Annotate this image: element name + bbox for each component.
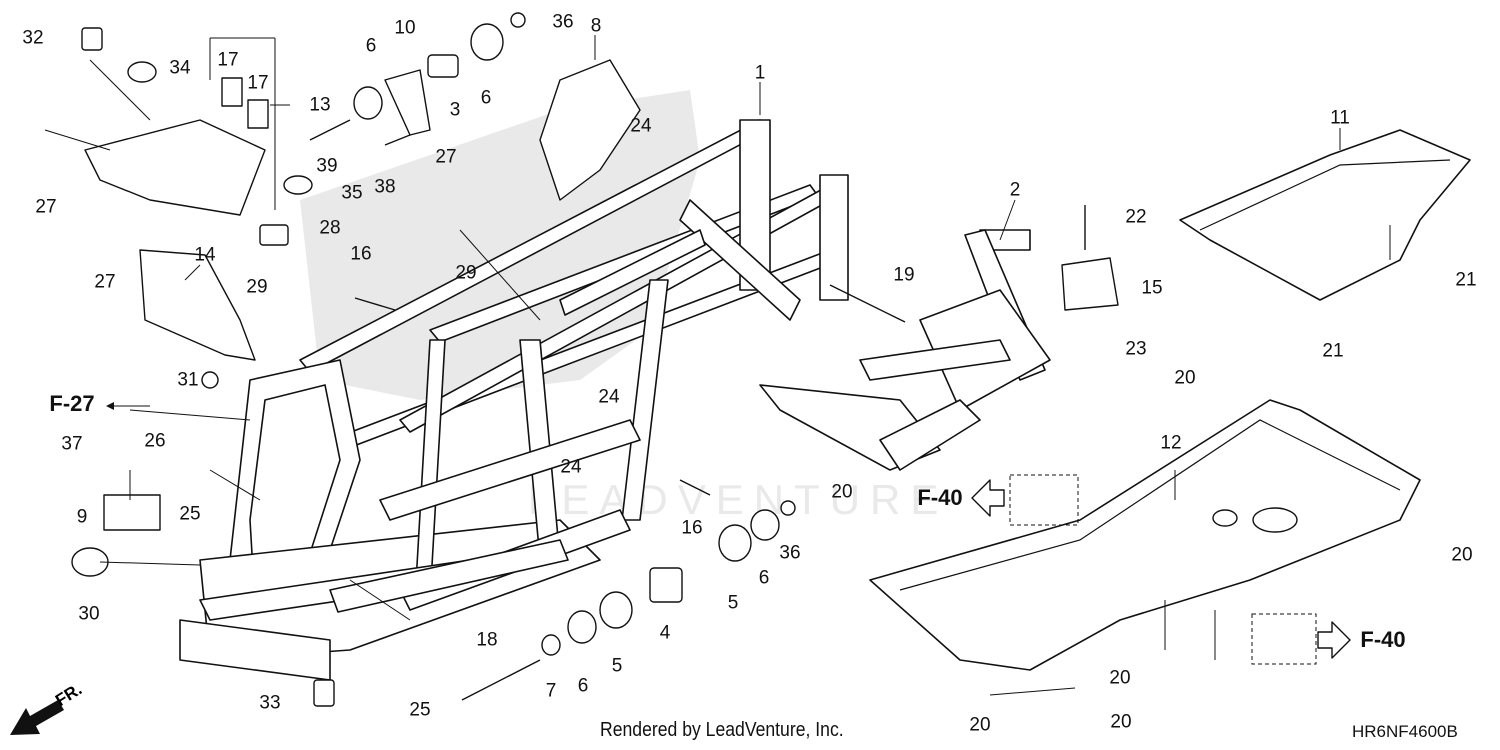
under-guard [869, 399, 1421, 671]
part-label: 6 [758, 567, 770, 589]
part-label: 29 [455, 262, 477, 284]
part-label: 27 [35, 196, 57, 218]
part-label: 33 [259, 692, 281, 714]
part-label: 18 [476, 629, 498, 651]
part-label: 6 [577, 675, 589, 697]
part-label: 12 [1160, 432, 1182, 454]
part-label: 13 [309, 94, 331, 116]
reference-f40-right: F-40 [1360, 627, 1406, 652]
f40-box-lower [1251, 613, 1317, 665]
part-label: 25 [179, 503, 201, 525]
part-label: 1 [754, 62, 766, 84]
part-label: 32 [22, 27, 44, 49]
fr-arrow-icon [10, 700, 64, 735]
reference-f27: F-27 [49, 391, 95, 416]
part-label: 30 [78, 603, 100, 625]
part-label: 24 [560, 456, 582, 478]
part-label: 2 [1009, 179, 1021, 201]
part-label: 36 [552, 11, 574, 33]
part-label: 4 [659, 622, 671, 644]
part-label: 7 [545, 680, 557, 702]
part-label: 37 [61, 433, 83, 455]
part-label: 9 [76, 506, 88, 528]
watermark-text: LEADVENTURE [528, 476, 949, 523]
part-label: 3 [449, 99, 461, 121]
part-label: 6 [480, 87, 492, 109]
part-label: 27 [94, 271, 116, 293]
part-label: 16 [350, 243, 372, 265]
part-label: 14 [194, 244, 216, 266]
part-label: 39 [316, 155, 338, 177]
part-label: 8 [590, 15, 602, 37]
render-credit: Rendered by LeadVenture, Inc. [600, 719, 844, 741]
f27-arrow-icon [106, 402, 114, 410]
part-label: 5 [611, 655, 623, 677]
rear-subframe [759, 229, 1051, 471]
part-label: 34 [169, 57, 191, 79]
part-label: 10 [394, 17, 416, 39]
part-label: 17 [247, 72, 269, 94]
reference-f40-left: F-40 [917, 485, 963, 510]
part-label: 24 [630, 115, 652, 137]
part-label: 5 [727, 592, 739, 614]
part-label: 38 [374, 176, 396, 198]
part-label: 31 [177, 369, 199, 391]
diagram-code: HR6NF4600B [1352, 722, 1458, 741]
f40-box-upper [1009, 474, 1079, 526]
part-label: 20 [969, 714, 991, 736]
skid-plate-upper [1179, 129, 1471, 301]
leader-lines [44, 35, 1391, 696]
small-parts [71, 12, 1119, 707]
part-label: 29 [246, 276, 268, 298]
part-label: 22 [1125, 206, 1147, 228]
part-label: 27 [435, 146, 457, 168]
part-label: 16 [681, 517, 703, 539]
part-label: 6 [365, 35, 377, 57]
part-label: 21 [1322, 340, 1344, 362]
part-label: 36 [779, 542, 801, 564]
main-frame [179, 119, 849, 681]
f40-arrow-right [1317, 621, 1351, 659]
part-label: 20 [1174, 367, 1196, 389]
part-label: 20 [1109, 667, 1131, 689]
part-label: 19 [893, 264, 915, 286]
part-label: 17 [217, 49, 239, 71]
part-label: 21 [1455, 269, 1477, 291]
f40-arrow-left [971, 479, 1005, 517]
part-label: 28 [319, 217, 341, 239]
part-label: 23 [1125, 338, 1147, 360]
part-label: 35 [341, 182, 363, 204]
part-label: 20 [1451, 544, 1473, 566]
part-label: 11 [1330, 107, 1350, 129]
part-label: 26 [144, 430, 166, 452]
part-label: 24 [598, 386, 620, 408]
part-label: 15 [1141, 277, 1163, 299]
part-label: 20 [1110, 711, 1132, 733]
part-label: 25 [409, 699, 431, 721]
part-label: 20 [831, 481, 853, 503]
